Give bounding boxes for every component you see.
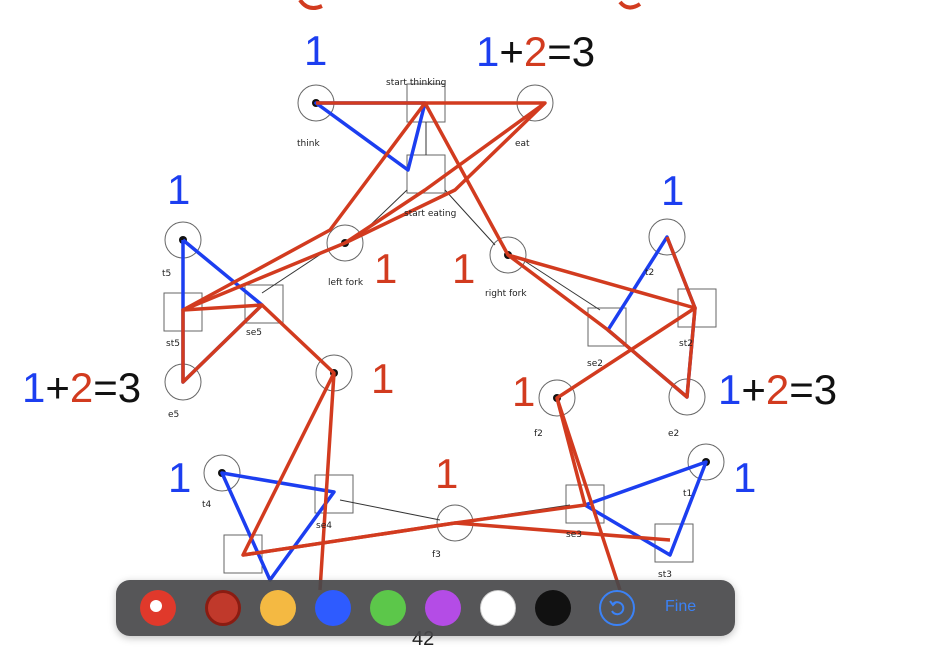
color-swatch-yellow[interactable] [260, 590, 296, 626]
color-swatch-green[interactable] [370, 590, 406, 626]
annotation-red-one: 1 [371, 355, 394, 402]
annotation-blue-one: 1 [733, 454, 756, 501]
pen-tool-red-selected[interactable] [140, 590, 176, 626]
annotation-blue-one: 1 [304, 27, 327, 74]
place-label-f3: f3 [432, 550, 441, 560]
annotation-red-one: 1 [435, 450, 458, 497]
place-label-e5: e5 [168, 410, 179, 420]
place-label-left-fork: left fork [328, 278, 364, 288]
annotation-sum-eat: 1+2=3 [476, 28, 595, 75]
annotation-red-one: 1 [374, 245, 397, 292]
place-label-think: think [297, 139, 320, 149]
color-swatch-black[interactable] [535, 590, 571, 626]
transition-label-st3: st3 [658, 570, 672, 580]
transition-label-start-eating: start eating [404, 209, 456, 219]
place-label-t1: t1 [683, 489, 692, 499]
transition-label-st5: st5 [166, 339, 180, 349]
done-button[interactable]: Fine [665, 598, 697, 615]
annotation-blue-one: 1 [661, 167, 684, 214]
place-label-t4: t4 [202, 500, 212, 510]
annotation-red-one: 1 [512, 368, 535, 415]
annotation-red-one: 1 [452, 245, 475, 292]
annotation-sum-e5: 1+2=3 [22, 364, 141, 411]
undo-button[interactable] [599, 590, 635, 626]
markup-toolbar: Fine [116, 580, 735, 636]
color-swatch-purple[interactable] [425, 590, 461, 626]
undo-icon [609, 600, 625, 616]
annotation-blue-one: 1 [168, 454, 191, 501]
transition-label-se3: se3 [566, 530, 582, 540]
place-label-t5: t5 [162, 269, 171, 279]
annotation-blue-one: 1 [167, 166, 190, 213]
transition-label-se4: se4 [316, 521, 332, 531]
place-label-e2: e2 [668, 429, 679, 439]
transition-label-start-thinking: start thinking [386, 78, 446, 88]
place-label-t2: t2 [645, 268, 654, 278]
annotation-sum-e2: 1+2=3 [718, 366, 837, 413]
transition-label-st2: st2 [679, 339, 693, 349]
transition-label-se5: se5 [246, 328, 262, 338]
color-swatch-white[interactable] [480, 590, 516, 626]
color-swatch-dark-red[interactable] [205, 590, 241, 626]
transition-label-se2: se2 [587, 359, 603, 369]
place-label-right-fork: right fork [485, 289, 527, 299]
place-label-f2: f2 [534, 429, 543, 439]
color-swatch-blue[interactable] [315, 590, 351, 626]
place-label-eat: eat [515, 139, 530, 149]
